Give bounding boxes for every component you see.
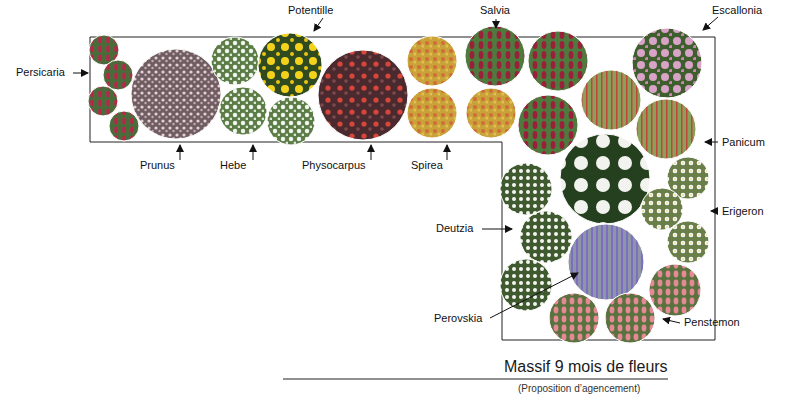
plant-label: Hebe (220, 159, 246, 172)
plant-label: Deutzia (436, 222, 473, 235)
plant-label: Escallonia (712, 4, 762, 17)
title-rule (283, 379, 668, 380)
plant-label: Salvia (480, 4, 510, 17)
plant-label: Potentille (288, 4, 333, 17)
leader-arrows (73, 17, 718, 323)
plant-label: Penstemon (684, 316, 740, 329)
plant-label: Persicaria (16, 66, 65, 79)
plant-label: Panicum (722, 136, 765, 149)
plant-label: Perovskia (434, 312, 482, 325)
plant-circles (88, 26, 709, 343)
plant-label: Erigeron (722, 205, 764, 218)
plan-caption: (Proposition d’agencement) (518, 383, 640, 395)
plan-title: Massif 9 mois de fleurs (504, 357, 668, 376)
plant-label: Prunus (140, 159, 175, 172)
plant-label: Spirea (411, 159, 443, 172)
plant-label: Physocarpus (302, 159, 366, 172)
